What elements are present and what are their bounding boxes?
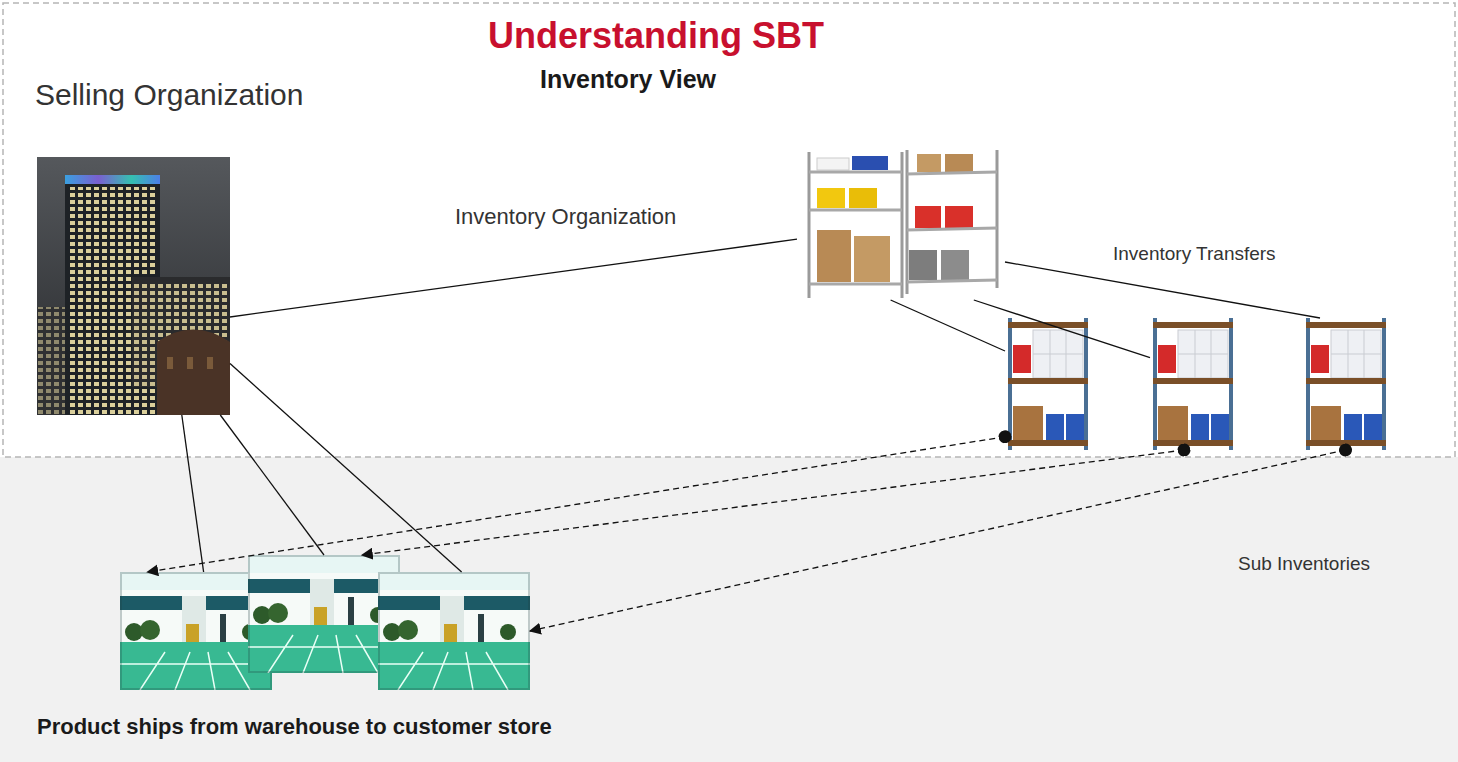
arch-window: [167, 357, 173, 369]
red-bin: [945, 206, 973, 228]
gray-bin: [909, 250, 937, 280]
sub-inventory: [1150, 318, 1235, 450]
yellow-bin: [849, 188, 877, 208]
sub-inventory: [1005, 318, 1090, 450]
office-building-photo: [37, 157, 230, 415]
yellow-bin: [817, 188, 845, 208]
customer-warehouse: [248, 555, 400, 673]
connector-line: [891, 300, 1005, 351]
sub-inventory-shelf: [1303, 318, 1388, 450]
subtitle: Inventory View: [540, 64, 716, 94]
connector-line: [1005, 262, 1320, 318]
blue-bin: [852, 156, 888, 170]
warehouse-photo: [248, 555, 400, 673]
warehouse-photo: [378, 572, 530, 690]
gray-bin: [941, 250, 969, 280]
shelf-posts: [809, 150, 997, 298]
night-sky: [37, 157, 230, 415]
dashed-region: [3, 3, 1455, 457]
shipment-arrow: [530, 450, 1346, 631]
white-bin: [817, 158, 849, 170]
customer-warehouse: [378, 572, 530, 690]
brick-building: [157, 330, 230, 416]
side-windows: [37, 307, 69, 415]
brown-box: [917, 154, 941, 172]
connector-line: [974, 300, 1150, 358]
brown-box: [817, 230, 851, 282]
red-bin: [915, 206, 941, 228]
side-building: [37, 307, 69, 415]
sub-inventory-shelf: [1150, 318, 1235, 450]
shipment-arrow: [147, 437, 1005, 572]
lower-ground: [0, 457, 1458, 762]
diagram-title: Understanding SBT: [488, 14, 824, 57]
shelf-ground: [797, 148, 1005, 300]
shipment-arrow: [362, 450, 1184, 555]
sub-inventory: [1303, 318, 1388, 450]
tower-lights: [65, 175, 160, 184]
node-heading: Selling Organization: [35, 77, 304, 113]
selling-organization: Selling Organization: [37, 157, 230, 415]
connector-line: [230, 363, 462, 572]
sub-inventory-shelf: [1005, 318, 1090, 450]
brown-box: [854, 236, 890, 282]
connector-line: [182, 415, 204, 572]
shelf-levels: [809, 172, 997, 284]
inventory-organization: Inventory Organization: [797, 148, 1005, 300]
annotation: Inventory Transfers: [1113, 243, 1276, 266]
arch-window: [207, 357, 213, 369]
connector-line: [230, 239, 797, 317]
arch-window: [187, 357, 193, 369]
customer-warehouse: [120, 572, 272, 690]
annotation: Sub Inventories: [1238, 553, 1370, 576]
connector-line: [220, 415, 324, 555]
wire-shelf-photo: [797, 148, 1005, 300]
caption-note: Product ships from warehouse to customer…: [37, 714, 552, 740]
brown-box: [945, 154, 973, 172]
node-heading: Inventory Organization: [455, 204, 676, 230]
